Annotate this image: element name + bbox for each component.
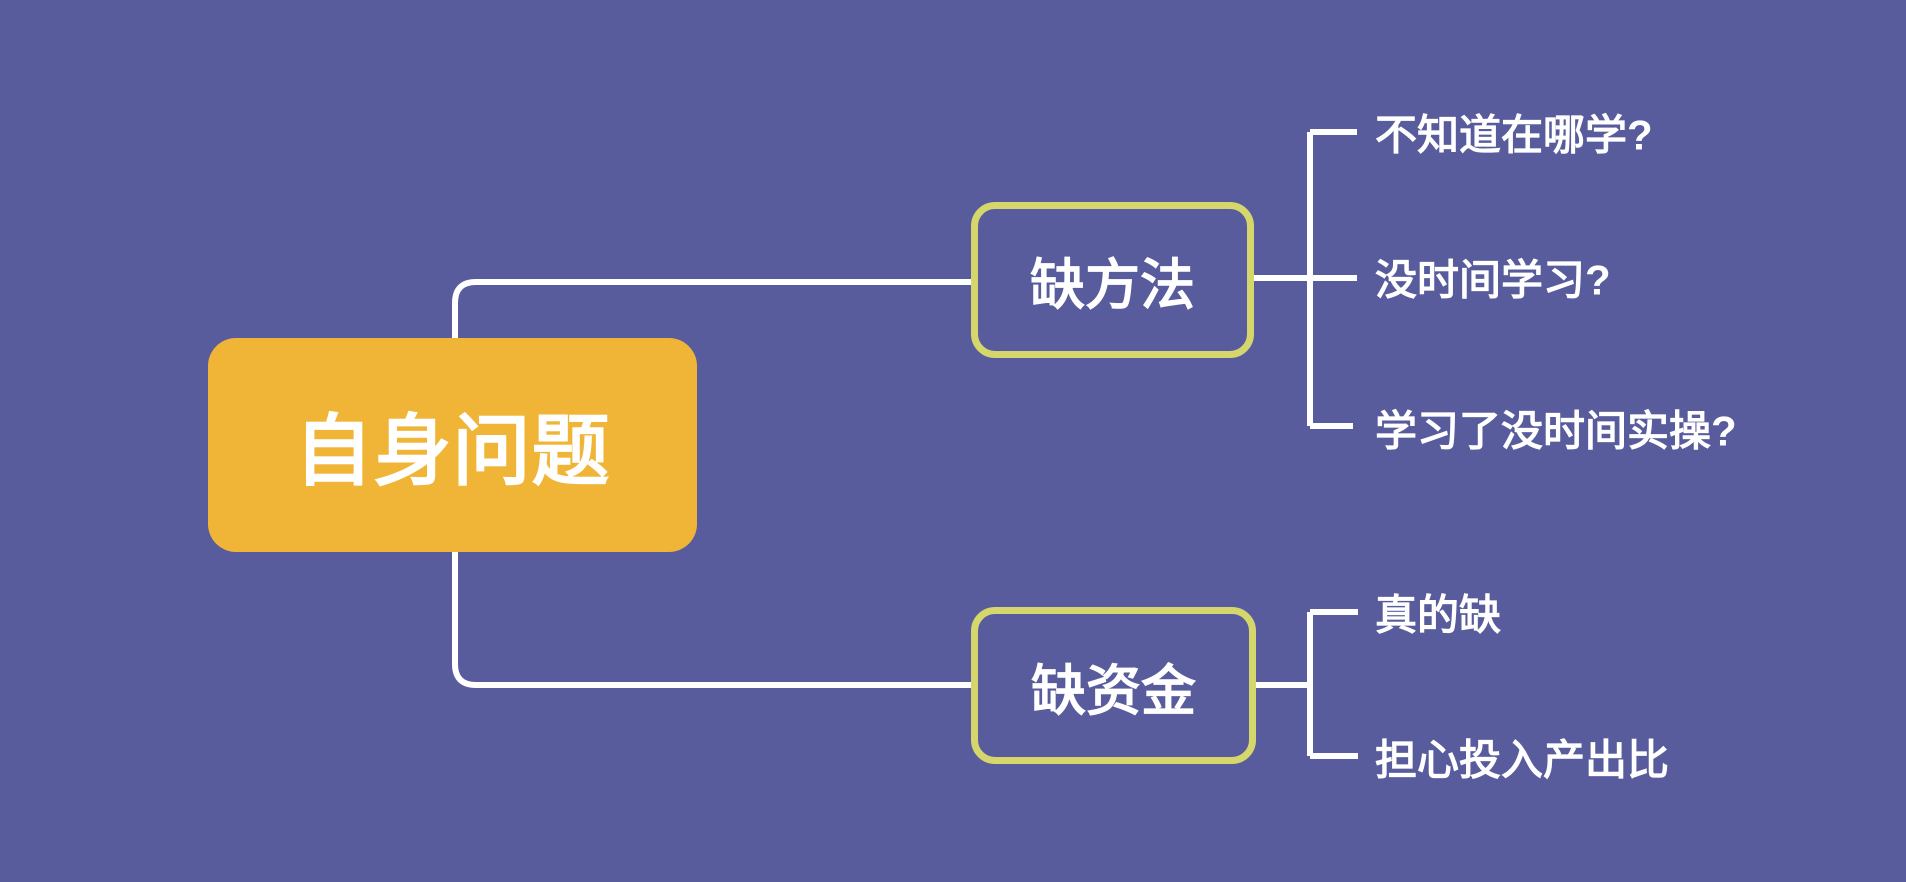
leaf-method-child-2[interactable]: 没时间学习?: [1375, 256, 1611, 304]
connector-root-to-method: [452, 279, 971, 350]
branch-node-funds-label: 缺资金: [1030, 659, 1196, 722]
branch-node-funds[interactable]: 缺资金: [971, 607, 1256, 764]
leaf-funds-child-1[interactable]: 真的缺: [1375, 591, 1502, 639]
branch-node-method-label: 缺方法: [1029, 254, 1195, 316]
connector-root-to-funds: [452, 545, 971, 688]
leaf-method-child-1[interactable]: 不知道在哪学?: [1375, 111, 1653, 159]
branch-node-method[interactable]: 缺方法: [971, 202, 1254, 358]
leaf-method-child-3[interactable]: 学习了没时间实操?: [1375, 407, 1737, 455]
leaf-funds-child-2[interactable]: 担心投入产出比: [1375, 736, 1670, 784]
root-node-label: 自身问题: [294, 407, 611, 495]
root-node[interactable]: 自身问题: [208, 338, 697, 552]
